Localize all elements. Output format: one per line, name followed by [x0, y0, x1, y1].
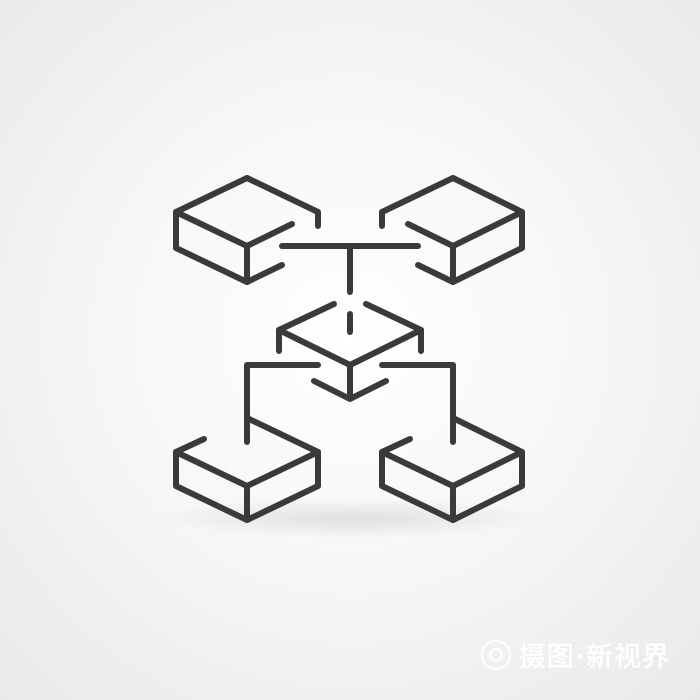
- watermark-text: 摄图·新视界: [518, 642, 670, 673]
- top-right-block: [379, 175, 525, 285]
- watermark-logo-icon: [480, 639, 511, 670]
- top-left-block: [173, 175, 321, 285]
- bottom-left-block: [173, 362, 321, 523]
- top-connector: [279, 243, 421, 335]
- middle-block: [276, 301, 424, 402]
- bottom-right-block: [379, 362, 525, 523]
- watermark: 摄图·新视界: [480, 635, 670, 674]
- icon-shadow: [160, 498, 540, 538]
